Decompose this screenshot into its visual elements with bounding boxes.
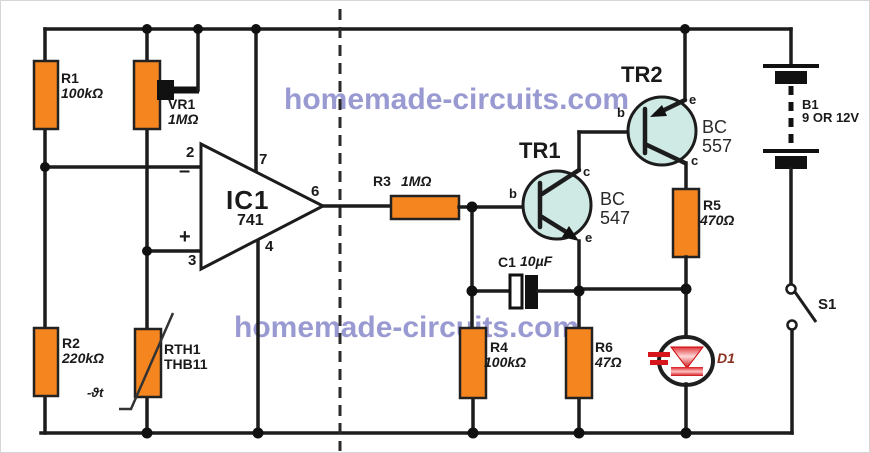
r3-designator: R3 <box>373 173 391 189</box>
tr2-base-label: b <box>617 105 625 120</box>
transistor-tr2 <box>577 27 698 191</box>
r3-value: 1MΩ <box>401 173 432 189</box>
tr1-collector-label: c <box>583 164 591 179</box>
r1-designator: R1 <box>61 70 79 86</box>
r4-value: 100kΩ <box>484 354 527 370</box>
ic1-pin4: 4 <box>265 238 274 255</box>
power-rails <box>39 27 794 435</box>
led-cathode-bar <box>671 367 703 376</box>
watermark-top: homemade-circuits.com <box>284 83 630 116</box>
b1-value: 9 OR 12V <box>802 110 860 125</box>
d1-designator: D1 <box>717 350 735 366</box>
tr2-emitter-arrow <box>650 105 667 117</box>
ic1-pin3: 3 <box>188 252 197 269</box>
tr2-part-line1: BC <box>702 117 728 137</box>
tr2-part-line2: 557 <box>702 136 733 156</box>
transistor-tr1 <box>521 130 593 435</box>
ic1-plus-sign: + <box>179 226 191 248</box>
rth1-part: THB11 <box>164 356 208 372</box>
r1-value: 100kΩ <box>61 85 104 101</box>
battery-b1 <box>763 64 819 286</box>
resistor-r6 <box>564 326 594 400</box>
tr1-emitter-arrow <box>562 226 579 241</box>
preset-vr1 <box>132 27 200 253</box>
r4-designator: R4 <box>490 339 508 355</box>
tr1-designator: TR1 <box>519 138 561 163</box>
tr1-part-line1: BC <box>600 189 626 209</box>
c1-designator: C1 <box>498 254 516 270</box>
led-ray-2 <box>650 360 668 365</box>
vr1-designator: VR1 <box>168 96 196 112</box>
junction-dots <box>40 24 692 439</box>
opamp-ic1 <box>43 27 393 435</box>
r5-designator: R5 <box>703 197 721 213</box>
led-anode-triangle <box>669 346 705 369</box>
resistor-r4 <box>458 289 488 435</box>
tr2-emitter-label: e <box>689 92 697 107</box>
ic1-pin7: 7 <box>259 151 268 168</box>
r6-designator: R6 <box>595 339 613 355</box>
opamp-triangle <box>199 141 327 272</box>
ic1-designator: IC1 <box>226 185 270 215</box>
vr1-value: 1MΩ <box>168 111 199 127</box>
r6-value: 47Ω <box>595 354 622 370</box>
ic1-pin2: 2 <box>186 144 195 161</box>
led-ray-1 <box>648 352 670 357</box>
ic1-part: 741 <box>237 212 264 229</box>
b1-designator: B1 <box>802 97 819 112</box>
led-d1 <box>648 287 715 435</box>
capacitor-c1 <box>470 273 581 310</box>
switch-s1 <box>785 283 818 435</box>
thermistor-rth1 <box>119 249 175 435</box>
s1-designator: S1 <box>818 296 837 313</box>
resistor-r1 <box>32 59 60 131</box>
tr1-base-label: b <box>509 186 517 201</box>
r2-designator: R2 <box>62 335 80 351</box>
thermistor-slash <box>119 312 175 411</box>
resistor-r3 <box>389 194 525 293</box>
rth1-temp-label: -ϑt <box>87 385 104 400</box>
tr2-designator: TR2 <box>621 62 663 87</box>
watermark-bottom: homemade-circuits.com <box>234 311 580 344</box>
ic1-minus-sign: – <box>179 160 191 182</box>
tr1-part-line2: 547 <box>600 208 631 228</box>
resistor-r2 <box>32 326 60 398</box>
resistor-r5 <box>577 187 701 291</box>
r2-value: 220kΩ <box>62 350 105 366</box>
c1-value: 10µF <box>520 253 553 269</box>
tr2-collector-label: c <box>691 153 699 168</box>
switch-lever <box>793 291 818 323</box>
r5-value: 470Ω <box>700 212 735 228</box>
tr1-emitter-label: e <box>585 230 593 245</box>
ic1-pin6: 6 <box>311 183 320 200</box>
rth1-designator: RTH1 <box>164 341 201 357</box>
